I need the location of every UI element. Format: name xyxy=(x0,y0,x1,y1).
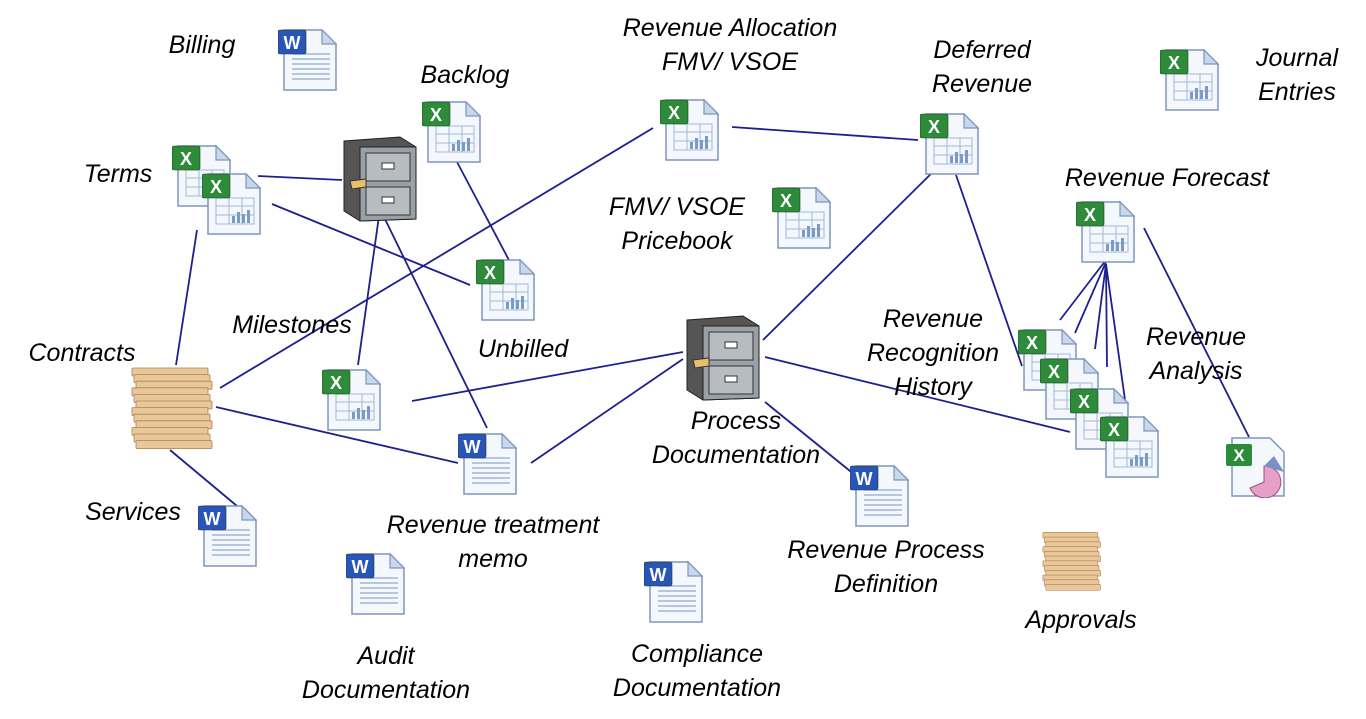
connector-line xyxy=(169,449,238,507)
connector-line xyxy=(530,358,684,464)
connector-line xyxy=(456,161,511,263)
connector-line xyxy=(382,214,488,429)
word-doc-icon: W xyxy=(849,460,912,535)
svg-text:X: X xyxy=(430,105,442,125)
excel-doc-icon: X xyxy=(201,168,264,243)
label-billing: Billing xyxy=(168,31,236,59)
svg-text:X: X xyxy=(1168,53,1180,73)
svg-text:W: W xyxy=(284,33,301,53)
label-terms: Terms xyxy=(83,160,153,188)
connector-line xyxy=(762,157,948,341)
excel-doc-icon: X xyxy=(659,94,722,169)
label-revenue-forecast: Revenue Forecast xyxy=(1064,164,1270,192)
connector-line xyxy=(215,406,459,464)
label-backlog: Backlog xyxy=(420,61,510,89)
excel-doc-icon: X xyxy=(421,96,484,171)
excel-doc-icon: X xyxy=(771,182,834,257)
connector-line xyxy=(764,401,867,485)
connector-line xyxy=(357,215,380,366)
connector-line xyxy=(764,356,1071,433)
svg-text:W: W xyxy=(650,565,667,585)
svg-text:X: X xyxy=(928,117,940,137)
word-doc-icon: W xyxy=(277,24,340,99)
word-doc-icon: W xyxy=(345,548,408,623)
connector-line xyxy=(1143,227,1250,438)
svg-text:W: W xyxy=(464,437,481,457)
word-doc-icon: W xyxy=(197,500,260,575)
svg-text:X: X xyxy=(780,191,792,211)
label-approvals: Approvals xyxy=(1025,606,1137,634)
excel-doc-icon: X xyxy=(321,364,384,439)
svg-text:X: X xyxy=(1233,446,1245,465)
file-cabinet-icon xyxy=(340,133,420,228)
connector-line xyxy=(1105,263,1108,368)
connector-line xyxy=(175,229,198,366)
connector-line xyxy=(955,174,1023,367)
svg-text:X: X xyxy=(484,263,496,283)
svg-text:X: X xyxy=(1048,362,1060,382)
connector-line xyxy=(1059,259,1107,321)
chart-doc-icon: X xyxy=(1226,436,1288,503)
svg-text:X: X xyxy=(1078,392,1090,412)
label-milestones: Milestones xyxy=(232,311,352,339)
svg-text:X: X xyxy=(1084,205,1096,225)
svg-text:W: W xyxy=(204,509,221,529)
file-cabinet-icon xyxy=(683,312,763,407)
svg-text:X: X xyxy=(330,373,342,393)
excel-doc-icon: X xyxy=(919,108,982,183)
svg-text:X: X xyxy=(1108,420,1120,440)
paper-stack-icon xyxy=(1040,528,1105,596)
svg-text:X: X xyxy=(1026,333,1038,353)
label-unbilled: Unbilled xyxy=(477,335,569,363)
paper-stack-icon xyxy=(128,362,218,457)
svg-text:W: W xyxy=(856,469,873,489)
excel-doc-icon: X xyxy=(1075,196,1138,271)
word-doc-icon: W xyxy=(643,556,706,631)
connector-line xyxy=(1094,263,1107,350)
word-doc-icon: W xyxy=(457,428,520,503)
connector-line xyxy=(1105,263,1126,401)
svg-text:X: X xyxy=(180,149,192,169)
connector-line xyxy=(411,351,684,402)
connector-line xyxy=(731,126,919,141)
connector-line xyxy=(271,203,471,286)
connector-line xyxy=(219,127,654,389)
svg-text:X: X xyxy=(668,103,680,123)
label-contracts: Contracts xyxy=(28,339,136,367)
label-services: Services xyxy=(85,498,181,526)
svg-text:X: X xyxy=(210,177,222,197)
excel-doc-icon: X xyxy=(1159,44,1222,119)
excel-doc-icon: X xyxy=(475,254,538,329)
excel-doc-icon: X xyxy=(1099,411,1162,486)
connector-line xyxy=(257,175,343,181)
connector-line xyxy=(1074,261,1107,334)
svg-text:W: W xyxy=(352,557,369,577)
